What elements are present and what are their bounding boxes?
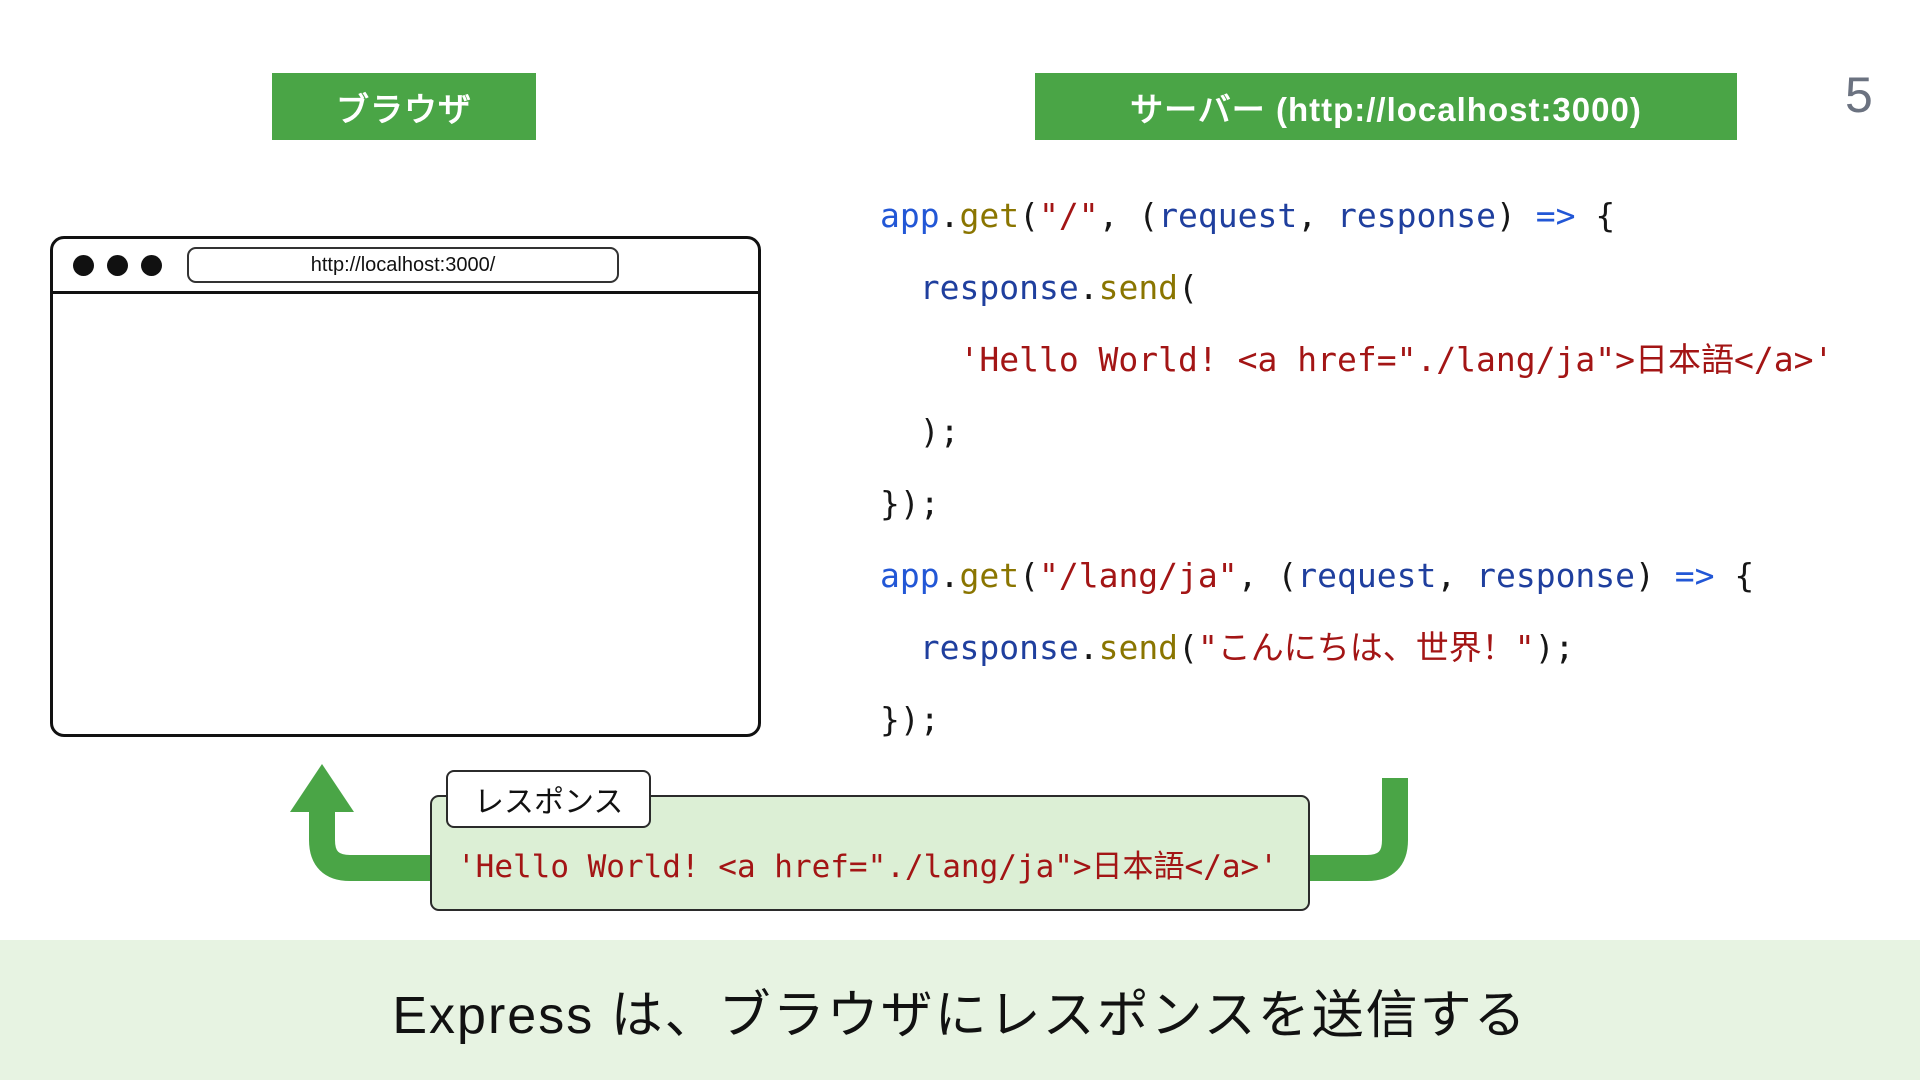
traffic-light-icon	[141, 254, 162, 276]
browser-topbar: http://localhost:3000/	[53, 239, 758, 294]
code-block: app.get("/", (request, response) => { re…	[880, 180, 1833, 756]
code-token: )	[1495, 196, 1536, 235]
code-token: =>	[1535, 196, 1576, 235]
traffic-light-icon	[73, 254, 94, 276]
browser-label: ブラウザ	[272, 73, 536, 140]
arrow-head-icon	[290, 764, 354, 812]
code-token: {	[1714, 556, 1755, 595]
code-line: app.get("/lang/ja", (request, response) …	[880, 540, 1833, 612]
code-token: )	[1635, 556, 1675, 595]
code-token	[880, 340, 959, 379]
code-token: app	[880, 196, 940, 235]
code-line: response.send(	[880, 252, 1833, 324]
response-body-text: 'Hello World! <a href="./lang/ja">日本語</a…	[457, 848, 1278, 885]
code-token: , (	[1098, 196, 1159, 235]
code-token: response	[919, 628, 1079, 667]
page-number: 5	[1845, 67, 1873, 123]
code-token: , (	[1237, 556, 1298, 595]
code-token: ,	[1297, 196, 1338, 235]
code-token: "こんにちは、世界！"	[1197, 628, 1535, 667]
code-token: get	[959, 196, 1020, 235]
code-token: send	[1098, 628, 1179, 667]
code-token: =>	[1674, 556, 1715, 595]
code-token: request	[1297, 556, 1437, 595]
code-line: 'Hello World! <a href="./lang/ja">日本語</a…	[880, 324, 1833, 396]
code-line: app.get("/", (request, response) => {	[880, 180, 1833, 252]
url-text: http://localhost:3000/	[310, 253, 496, 276]
code-token: request	[1158, 196, 1298, 235]
code-token: response	[1337, 196, 1496, 235]
code-token: .	[1078, 268, 1099, 307]
response-tag: レスポンス	[446, 770, 652, 828]
code-token: });	[880, 484, 940, 523]
code-token: (	[1019, 556, 1039, 595]
code-line: });	[880, 684, 1833, 756]
footer-text: Express は、ブラウザにレスポンスを送信する	[392, 986, 1528, 1045]
browser-window: http://localhost:3000/	[50, 236, 761, 737]
code-token: response	[1476, 556, 1636, 595]
code-token	[880, 268, 920, 307]
code-token: );	[1534, 628, 1575, 667]
code-token: });	[880, 700, 940, 739]
code-token: .	[1078, 628, 1099, 667]
code-token: "/"	[1038, 196, 1099, 235]
code-line: response.send("こんにちは、世界！");	[880, 612, 1833, 684]
footer-bar: Express は、ブラウザにレスポンスを送信する	[0, 940, 1920, 1080]
browser-viewport	[53, 294, 758, 737]
code-token: {	[1575, 196, 1616, 235]
code-line: );	[880, 396, 1833, 468]
code-token: app	[880, 556, 940, 595]
code-token: "/lang/ja"	[1038, 556, 1238, 595]
server-label: サーバー (http://localhost:3000)	[1035, 73, 1737, 140]
code-token: send	[1098, 268, 1179, 307]
code-token: response	[919, 268, 1079, 307]
code-token: (	[1019, 196, 1039, 235]
code-token	[880, 628, 920, 667]
code-token: ,	[1436, 556, 1477, 595]
traffic-light-icon	[107, 254, 128, 276]
code-token: 'Hello World! <a href="./lang/ja">日本語</a…	[959, 340, 1834, 379]
code-token: get	[959, 556, 1020, 595]
code-token: );	[880, 412, 960, 451]
code-token: (	[1178, 268, 1198, 307]
code-token: .	[939, 196, 960, 235]
url-bar: http://localhost:3000/	[187, 247, 619, 283]
code-line: });	[880, 468, 1833, 540]
code-token: .	[939, 556, 960, 595]
code-token: (	[1178, 628, 1198, 667]
